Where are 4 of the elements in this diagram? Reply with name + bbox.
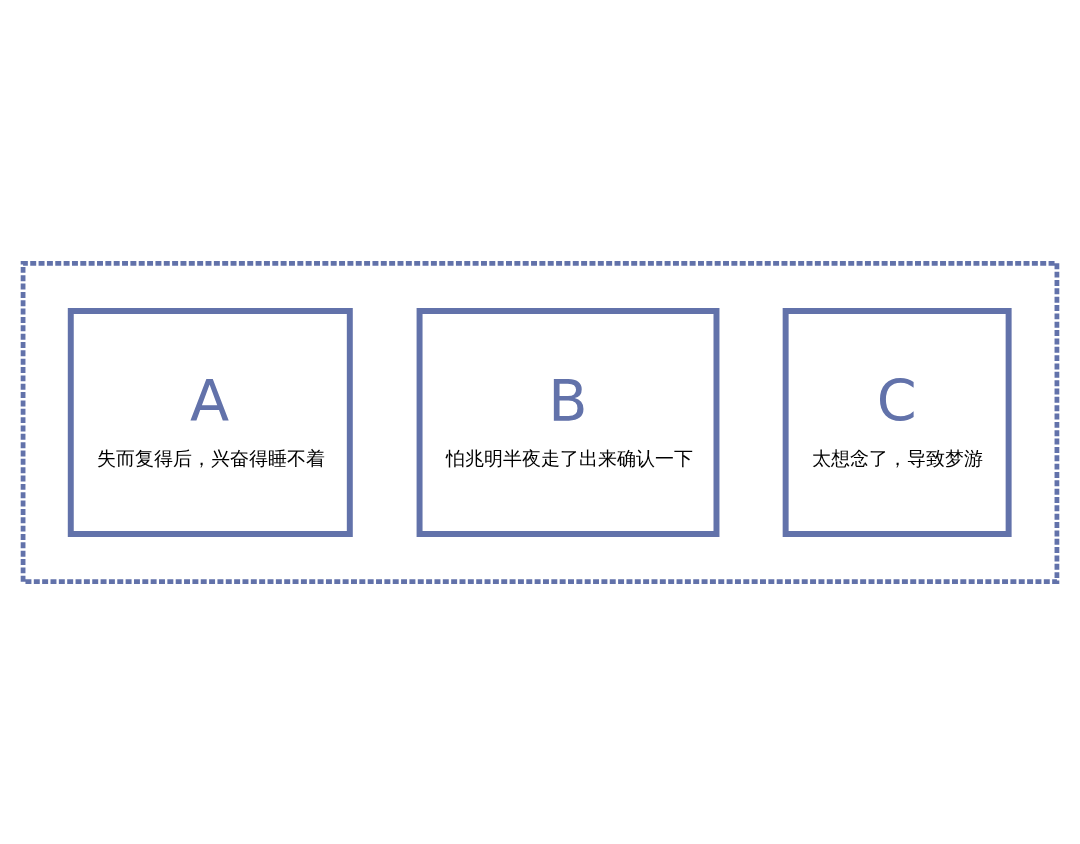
- node-box: C 太想念了，导致梦游: [782, 307, 1012, 537]
- node-box: B 怕兆明半夜走了出来确认一下: [416, 307, 720, 537]
- cluster: [20, 260, 1060, 584]
- node-box: A 失而复得后，兴奋得睡不着: [67, 307, 353, 537]
